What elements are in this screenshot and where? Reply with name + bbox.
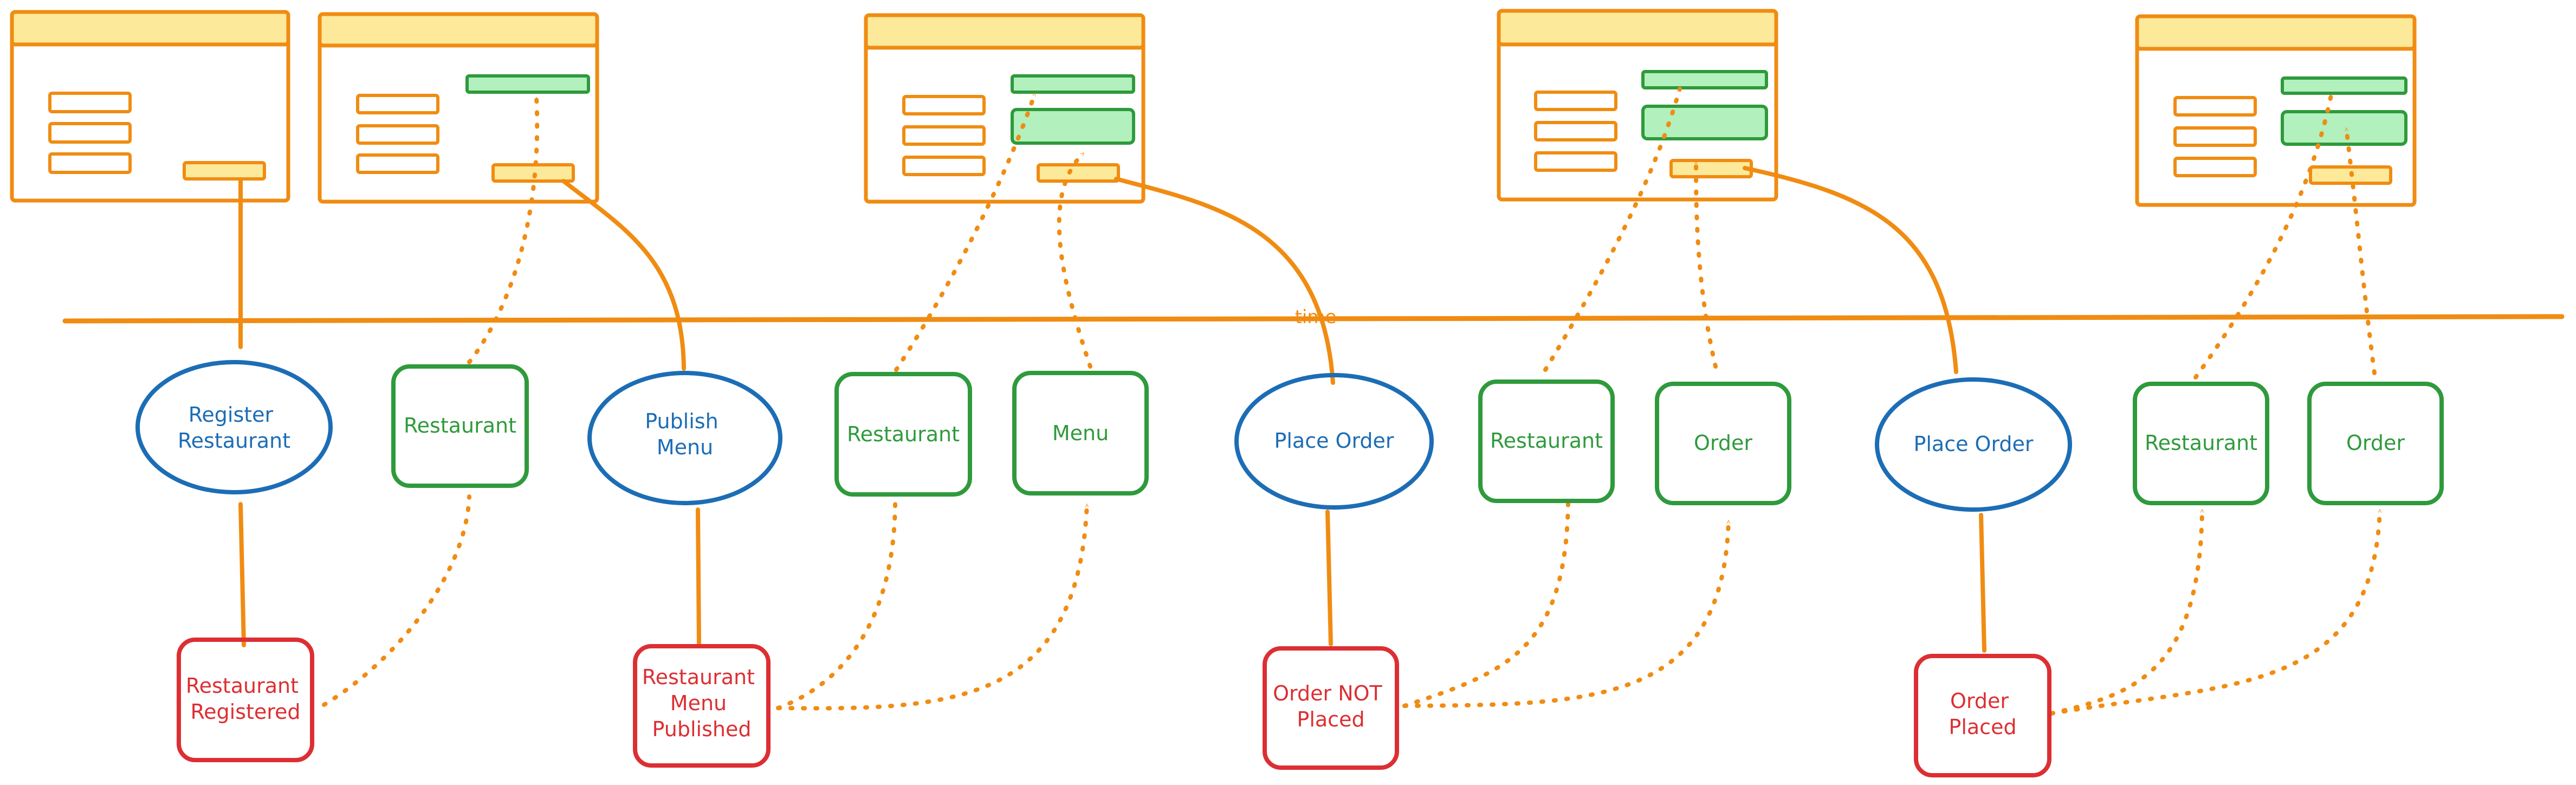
command-place-order-2: Place Order <box>1875 377 2072 512</box>
form-label-placeholder <box>902 156 986 176</box>
submit-button-placeholder <box>183 161 266 181</box>
data-block-placeholder <box>1011 108 1135 145</box>
event-restaurant-menu-published: Restaurant Menu Published <box>633 644 771 768</box>
data-field-placeholder <box>1641 70 1768 89</box>
restaurant-rm-to-screen3-arrow <box>894 91 1037 372</box>
order-rm-to-screen4-arrow <box>1694 159 1718 369</box>
data-field-placeholder <box>1011 74 1135 94</box>
read-model-menu: Menu <box>1012 371 1149 496</box>
read-model-label: Order <box>2346 431 2405 455</box>
projection-arrows <box>322 87 2382 716</box>
command-flow-arrows <box>238 166 1986 653</box>
form-label-placeholder <box>356 94 439 114</box>
form-label-placeholder <box>902 95 986 115</box>
place-order-to-not-placed-arrow <box>1325 510 1333 646</box>
event-label: Order NOT Placed <box>1273 681 1389 731</box>
form-label-placeholder <box>1534 121 1617 141</box>
register-to-registered-arrow <box>238 502 246 647</box>
timeline: time <box>62 306 2565 328</box>
event-restaurant-registered: Restaurant Registered <box>177 638 314 762</box>
read-model-restaurant-4: Restaurant <box>2133 382 2269 505</box>
placed-to-restaurant-rm-arrow <box>2049 507 2204 716</box>
form-label-placeholder <box>2173 157 2257 177</box>
command-label: Place Order <box>1913 432 2033 456</box>
submit-button-placeholder <box>1037 163 1120 183</box>
read-model-label: Restaurant <box>404 414 516 437</box>
form-label-placeholder <box>356 124 439 145</box>
read-model-restaurant-3: Restaurant <box>1478 379 1615 503</box>
published-to-restaurant-rm-arrow <box>776 502 897 710</box>
event-label: Order Placed <box>1949 689 2016 739</box>
menu-rm-to-screen3-arrow <box>1057 151 1092 369</box>
wireframe-screen-1 <box>10 10 290 203</box>
form-label-placeholder <box>2173 96 2257 117</box>
command-place-order-1: Place Order <box>1234 373 1434 510</box>
command-register-restaurant: Register Restaurant <box>135 360 333 494</box>
submit-button-placeholder <box>491 163 575 183</box>
form-label-placeholder <box>902 125 986 146</box>
form-label-placeholder <box>2173 126 2257 147</box>
command-label: Place Order <box>1274 429 1394 453</box>
screen3-to-place-order-arrow <box>1114 177 1335 385</box>
form-label-placeholder <box>48 152 132 174</box>
not-placed-to-restaurant-rm-arrow <box>1402 500 1570 708</box>
form-label-placeholder <box>48 122 132 144</box>
read-model-label: Restaurant <box>1490 429 1603 453</box>
not-placed-to-order-rm-arrow <box>1402 518 1731 708</box>
timeline-label: time <box>1295 306 1337 328</box>
wireframe-screen-3 <box>864 13 1145 204</box>
data-field-placeholder <box>465 74 590 94</box>
event-label: Restaurant Menu Published <box>642 665 761 741</box>
event-order-placed: Order Placed <box>1914 654 2051 777</box>
published-to-menu-rm-arrow <box>776 502 1089 711</box>
read-model-restaurant-1: Restaurant <box>391 364 529 488</box>
screen4-to-place-order-arrow <box>1743 166 1958 374</box>
form-label-placeholder <box>48 92 132 113</box>
data-block-placeholder <box>1641 105 1768 140</box>
command-publish-menu: Publish Menu <box>587 371 782 505</box>
read-model-label: Menu <box>1052 421 1109 445</box>
command-label: Publish Menu <box>645 409 725 459</box>
read-model-restaurant-2: Restaurant <box>834 372 972 497</box>
form-label-placeholder <box>1534 151 1617 172</box>
form-label-placeholder <box>356 153 439 174</box>
command-label: Register Restaurant <box>178 403 290 453</box>
restaurant-rm-to-screen5-arrow <box>2193 93 2333 379</box>
wireframe-screen-2 <box>318 12 599 204</box>
data-block-placeholder <box>2281 110 2407 146</box>
read-model-label: Order <box>1694 431 1752 455</box>
registered-to-restaurant-rm-arrow <box>322 494 471 707</box>
read-model-label: Restaurant <box>2145 431 2257 455</box>
screen2-to-publish-arrow <box>561 179 686 371</box>
timeline-arrow <box>62 314 2565 324</box>
publish-to-published-arrow <box>696 507 701 646</box>
place-order-to-placed-arrow <box>1979 513 1986 653</box>
wireframe-screen-5 <box>2135 14 2417 207</box>
event-label: Restaurant Registered <box>186 674 305 724</box>
read-model-order-1: Order <box>1655 382 1791 505</box>
form-label-placeholder <box>1534 91 1617 111</box>
submit-button-placeholder <box>1669 159 1753 178</box>
read-model-order-2: Order <box>2307 382 2444 505</box>
placed-to-order-rm-arrow <box>2049 507 2382 716</box>
order-rm-to-screen5-arrow <box>2344 126 2377 375</box>
wireframe-screen-4 <box>1497 9 1778 202</box>
restaurant-rm-to-screen2-arrow <box>467 95 540 364</box>
event-order-not-placed: Order NOT Placed <box>1263 646 1399 770</box>
data-field-placeholder <box>2281 76 2407 95</box>
read-model-label: Restaurant <box>847 422 960 446</box>
